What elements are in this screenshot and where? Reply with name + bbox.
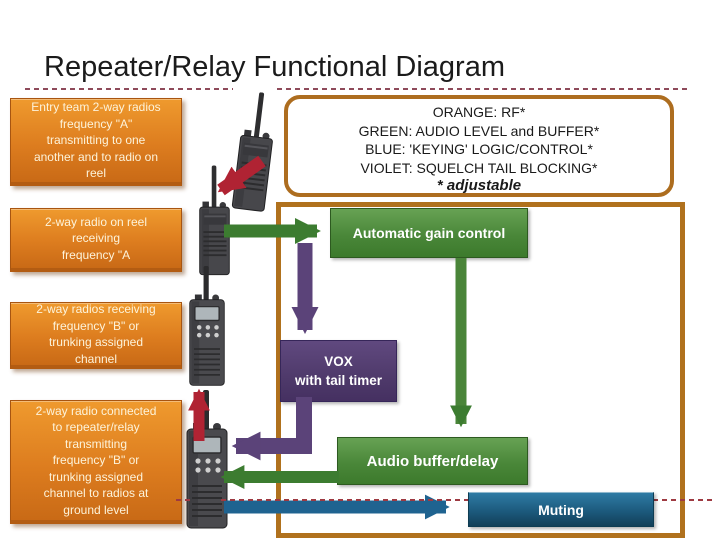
info-box-radio-on-reel: 2-way radio on reel receiving frequency … (10, 208, 182, 272)
info-box-entry-team: Entry team 2-way radios frequency "A" tr… (10, 98, 182, 186)
slide-title: Repeater/Relay Functional Diagram (44, 51, 505, 83)
legend-line-orange: ORANGE: RF* (432, 104, 526, 120)
info-box-radio-connected-repeater: 2-way radio connected to repeater/relay … (10, 400, 182, 524)
legend-line-green: GREEN: AUDIO LEVEL and BUFFER* (358, 122, 600, 139)
dashed-guide-bottom-left (176, 499, 190, 501)
agc-block: Automatic gain control (330, 208, 528, 258)
vox-block: VOX with tail timer (280, 340, 397, 402)
audio-buffer-block: Audio buffer/delay (337, 437, 528, 485)
dashed-guide-top-left (25, 88, 233, 90)
dashed-guide-top-right (277, 88, 687, 90)
entry-team-radio-icon (231, 89, 280, 213)
receiving-radio-icon (188, 266, 226, 387)
legend-line-violet: VIOLET: SQUELCH TAIL BLOCKING* (360, 159, 598, 176)
repeater-radio-icon (185, 390, 229, 530)
legend-adjustable-note: * adjustable (436, 177, 522, 194)
legend-box: ORANGE: RF* GREEN: AUDIO LEVEL and BUFFE… (284, 95, 674, 197)
repeater-frame (276, 202, 685, 538)
muting-block: Muting (468, 492, 654, 527)
reel-radio-icon (198, 164, 231, 276)
legend-line-blue: BLUE: 'KEYING' LOGIC/CONTROL* (365, 141, 593, 157)
info-box-radios-receiving: 2-way radios receiving frequency "B" or … (10, 302, 182, 369)
